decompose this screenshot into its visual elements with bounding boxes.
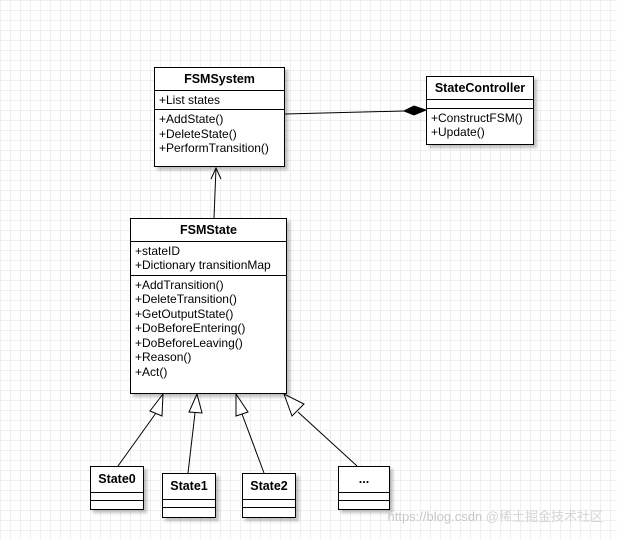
class-name: ...	[339, 467, 389, 493]
class-name: State0	[91, 467, 143, 493]
attributes-section	[339, 493, 389, 501]
method: +AddState()	[159, 112, 224, 126]
generalization-triangle-state1	[188, 392, 203, 414]
attribute: +Dictionary transitionMap	[135, 258, 271, 272]
method: +PerformTransition()	[159, 141, 269, 155]
generalization-line-state0	[117, 412, 157, 467]
association-line	[213, 167, 217, 219]
attributes-section: +List states	[155, 91, 284, 110]
methods-section	[163, 508, 215, 515]
class-name: State2	[243, 474, 295, 500]
method: +Update()	[431, 125, 485, 139]
method: +AddTransition()	[135, 277, 224, 292]
composition-line	[284, 110, 405, 115]
class-name: FSMState	[131, 219, 286, 242]
methods-section: +ConstructFSM() +Update()	[427, 109, 533, 142]
class-fsmsystem[interactable]: FSMSystem +List states +AddState() +Dele…	[154, 67, 285, 167]
class-state0[interactable]: State0	[90, 466, 144, 510]
method: +DoBeforeLeaving()	[135, 335, 243, 350]
attributes-section: +stateID +Dictionary transitionMap	[131, 242, 286, 276]
class-state2[interactable]: State2	[242, 473, 296, 518]
attributes-section	[427, 100, 533, 109]
method: +DeleteTransition()	[135, 292, 237, 306]
class-fsmstate[interactable]: FSMState +stateID +Dictionary transition…	[130, 218, 287, 394]
attributes-section	[91, 493, 143, 501]
generalization-triangle-state2	[235, 392, 249, 417]
class-name: StateController	[427, 77, 533, 100]
methods-section: +AddTransition() +DeleteTransition() +Ge…	[131, 276, 286, 382]
watermark-handle: @稀土掘金技术社区	[485, 509, 603, 524]
class-more-states[interactable]: ...	[338, 466, 390, 510]
composition-diamond	[402, 105, 428, 116]
class-name: FSMSystem	[155, 68, 284, 91]
methods-section: +AddState() +DeleteState() +PerformTrans…	[155, 110, 284, 158]
generalization-triangle-more	[283, 392, 305, 417]
generalization-line-state1	[187, 412, 196, 474]
class-state1[interactable]: State1	[162, 473, 216, 518]
association-arrowhead	[210, 166, 222, 180]
attributes-section	[243, 500, 295, 508]
generalization-triangle-state0	[149, 392, 164, 417]
attribute: +stateID	[135, 243, 181, 258]
methods-section	[91, 501, 143, 508]
method: +DeleteState()	[159, 126, 237, 141]
method: +GetOutputState()	[135, 306, 234, 321]
attributes-section	[163, 500, 215, 508]
method: +Reason()	[135, 350, 192, 364]
method: +Act()	[135, 364, 168, 379]
generalization-line-more	[297, 411, 358, 467]
method: +DoBeforeEntering()	[135, 321, 246, 335]
watermark-url: https://blog.csdn	[387, 509, 483, 524]
methods-section	[243, 508, 295, 515]
method: +ConstructFSM()	[431, 110, 523, 125]
attribute: +List states	[159, 92, 221, 107]
class-statecontroller[interactable]: StateController +ConstructFSM() +Update(…	[426, 76, 534, 145]
generalization-line-state2	[241, 413, 265, 474]
methods-section	[339, 501, 389, 508]
class-name: State1	[163, 474, 215, 500]
watermark: https://blog.csdn @稀土掘金技术社区	[388, 506, 604, 525]
